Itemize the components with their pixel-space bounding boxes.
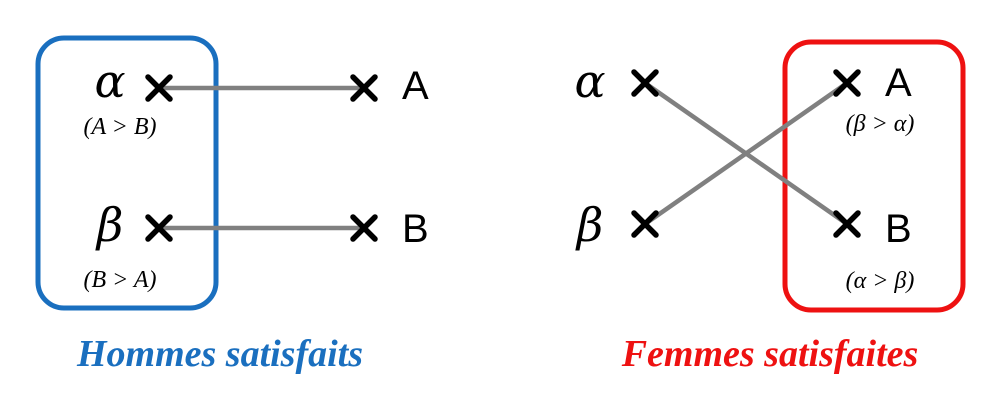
- woman-A-marker: [833, 69, 861, 97]
- man-beta-preference: (B > A): [83, 267, 156, 293]
- man-beta-symbol: β: [575, 198, 604, 252]
- right-caption: Femmes satisfaites: [621, 333, 919, 375]
- man-beta-symbol: β: [95, 198, 124, 252]
- right-panel: α β A (β > α) B (α > β) Femmes satisfait…: [574, 39, 966, 375]
- woman-B-marker: [350, 214, 378, 242]
- man-beta-marker: [145, 214, 173, 242]
- woman-A-marker: [350, 74, 378, 102]
- man-alpha-preference: (A > B): [83, 114, 156, 140]
- woman-B-marker: [833, 210, 861, 238]
- woman-A-label: A: [402, 64, 429, 108]
- man-beta-marker: [631, 210, 659, 238]
- woman-A-label: A: [885, 61, 912, 105]
- woman-B-label: B: [885, 207, 912, 251]
- match-line-beta-A: [642, 80, 850, 227]
- satisfied-men-box: [35, 35, 219, 311]
- woman-A-preference: (β > α): [846, 111, 915, 137]
- left-caption: Hommes satisfaits: [76, 333, 363, 375]
- woman-B-preference: (α > β): [846, 268, 915, 294]
- left-panel: α (A > B) β (B > A) A B Hommes satisfait…: [35, 35, 429, 375]
- man-alpha-symbol: α: [574, 54, 605, 108]
- man-alpha-marker: [145, 74, 173, 102]
- woman-B-label: B: [402, 207, 429, 251]
- satisfied-women-box: [782, 39, 966, 313]
- man-alpha-marker: [631, 69, 659, 97]
- man-alpha-symbol: α: [94, 54, 125, 108]
